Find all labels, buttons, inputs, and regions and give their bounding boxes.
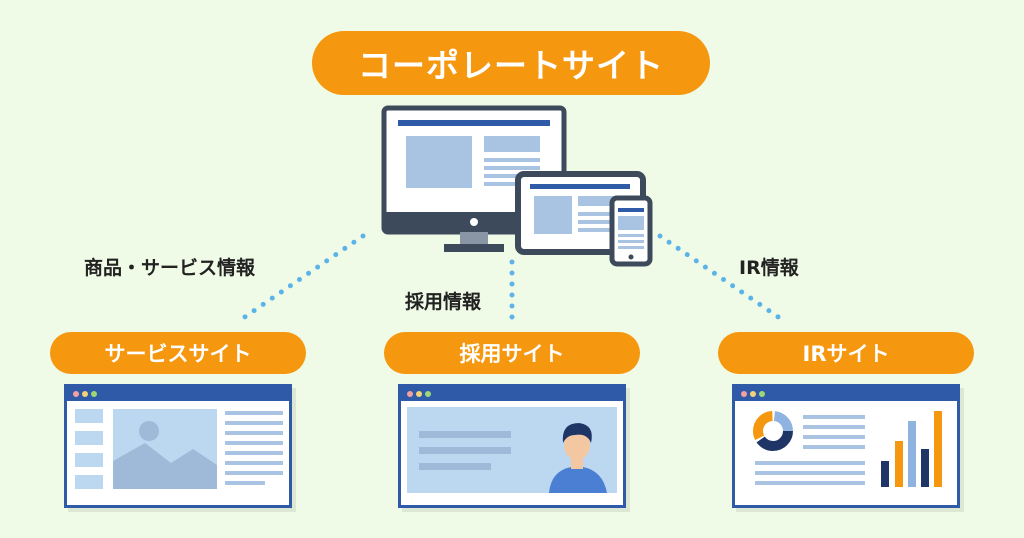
recruit-site-window [398, 384, 626, 508]
service-site-pill: サービスサイト [50, 332, 306, 374]
connector-right [657, 233, 790, 326]
ir-site-pill: IRサイト [718, 332, 974, 374]
ir-site-window [732, 384, 960, 508]
connector-label-service: 商品・サービス情報 [84, 257, 256, 279]
connector-label-recruit: 採用情報 [405, 291, 482, 313]
connector-label-ir: IR情報 [739, 257, 799, 279]
corporate-site-title: コーポレートサイト [312, 31, 710, 95]
ir-site-illustration [753, 411, 942, 487]
recruit-site-illustration [407, 407, 617, 493]
service-site-illustration [75, 409, 283, 489]
service-site-window [64, 384, 292, 508]
recruit-site-pill: 採用サイト [384, 332, 640, 374]
devices-illustration [381, 105, 653, 267]
connector-left [233, 233, 366, 326]
